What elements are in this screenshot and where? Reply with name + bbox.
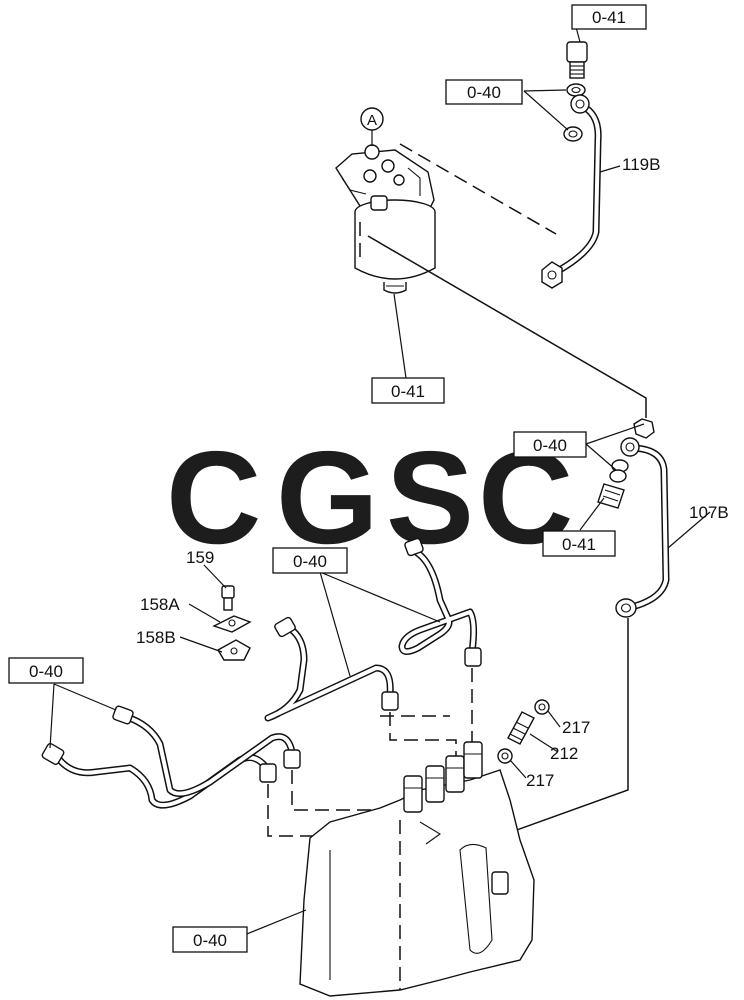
label-ref-0-41-filter: 0-41	[371, 377, 445, 404]
pipe-119b	[541, 94, 602, 289]
union-fitting-mid	[597, 459, 629, 509]
svg-text:0-40: 0-40	[467, 83, 501, 102]
watermark: C G S C	[166, 424, 573, 571]
injection-pipes	[54, 546, 478, 809]
label-part-217-lower: 217	[526, 771, 554, 790]
label-part-107b: 107B	[689, 503, 729, 522]
fuel-filter	[335, 144, 436, 294]
banjo-bolt-top	[566, 41, 588, 79]
pipe-107b	[615, 437, 670, 618]
watermark-letter-g: G	[276, 424, 379, 571]
leader-lines	[49, 26, 711, 941]
label-ref-0-41-top: 0-41	[571, 4, 647, 30]
label-ref-0-40-left: 0-40	[8, 657, 84, 684]
clip-158a	[212, 615, 252, 633]
route-dashed-filter-to-119b	[399, 143, 557, 235]
svg-text:0-41: 0-41	[592, 8, 626, 27]
label-part-158b: 158B	[136, 628, 176, 647]
svg-text:0-41: 0-41	[391, 382, 425, 401]
label-ref-0-40-bottom: 0-40	[172, 926, 248, 953]
bolt-212	[507, 711, 535, 745]
svg-text:0-41: 0-41	[562, 535, 596, 554]
pipe-fittings	[41, 537, 482, 783]
label-part-119b: 119B	[622, 155, 660, 174]
label-part-159: 159	[186, 548, 214, 567]
washer-217-upper	[534, 699, 550, 715]
washer-217-lower	[497, 748, 513, 764]
clip-158b	[217, 639, 251, 661]
label-ref-0-40-top: 0-40	[445, 79, 523, 105]
label-part-158a: 158A	[140, 595, 180, 614]
watermark-letter-c1: C	[166, 424, 261, 571]
svg-text:0-40: 0-40	[533, 436, 567, 455]
route-line-filter-to-107b	[367, 235, 647, 418]
callout-a-letter: A	[367, 112, 377, 129]
injection-pump	[299, 741, 535, 997]
svg-text:0-40: 0-40	[29, 662, 63, 681]
label-part-217-upper: 217	[562, 718, 590, 737]
watermark-letter-s: S	[386, 424, 474, 571]
label-ref-0-40-center: 0-40	[272, 547, 348, 574]
svg-text:0-40: 0-40	[193, 931, 227, 950]
bolt-159	[221, 585, 235, 611]
callout-a: A	[360, 107, 384, 146]
svg-text:0-40: 0-40	[293, 552, 327, 571]
cap-nut-107b	[633, 418, 655, 439]
label-ref-0-40-mid: 0-40	[513, 431, 587, 458]
label-part-212: 212	[550, 744, 578, 763]
label-ref-0-41-mid: 0-41	[542, 530, 616, 557]
sealing-washer-top	[563, 83, 586, 142]
